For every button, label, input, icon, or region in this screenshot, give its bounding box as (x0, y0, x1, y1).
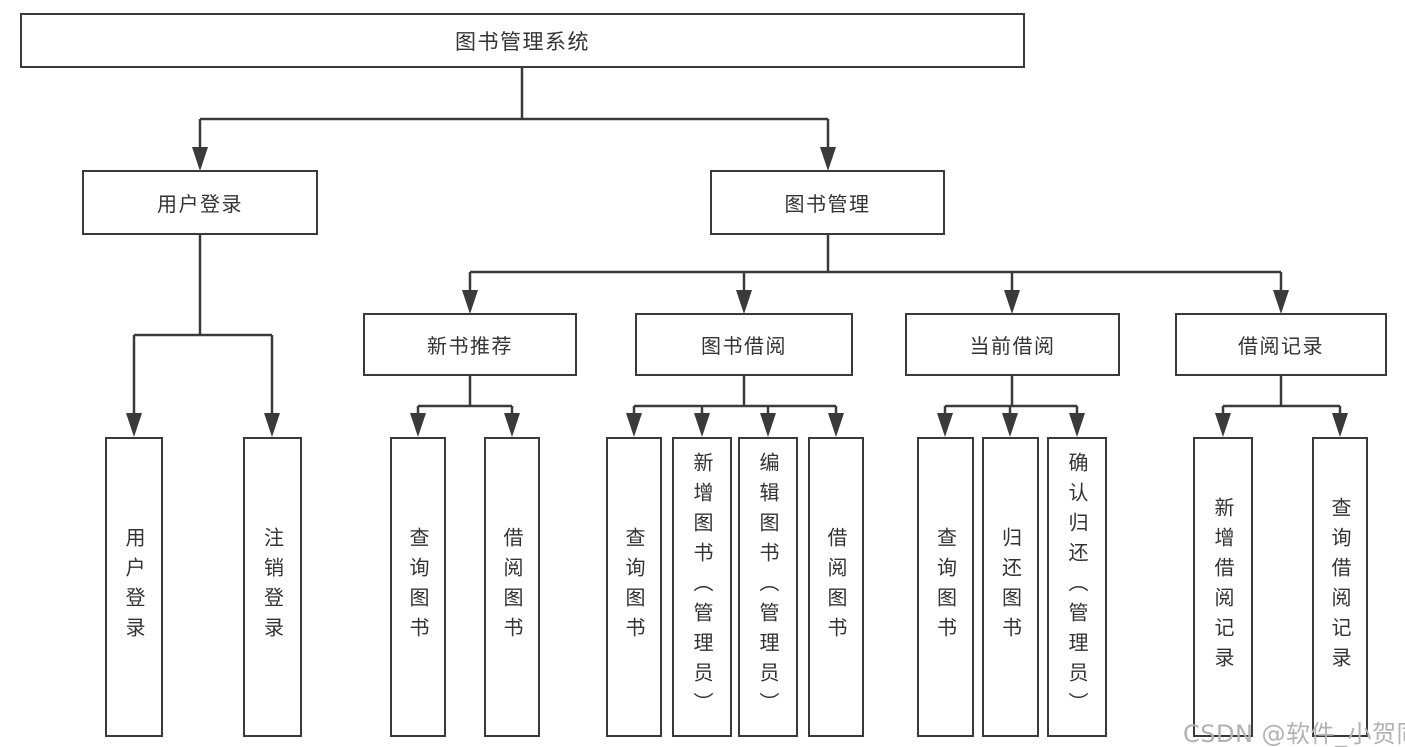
connector-current-to-children (943, 376, 1079, 416)
node-new-book-recommend: 新书推荐 (363, 313, 577, 376)
connector-borrow-to-children (632, 376, 838, 416)
node-query-books-current: 查询图书 (917, 437, 974, 737)
node-root-system: 图书管理系统 (20, 13, 1025, 68)
node-label: 注销登录 (260, 527, 285, 647)
node-label: 确认归还（管理员） (1065, 452, 1089, 722)
node-label: 借阅图书 (824, 527, 848, 647)
node-user-login: 用户登录 (82, 170, 318, 235)
node-borrow-books-recommend: 借阅图书 (484, 437, 540, 737)
node-label: 图书管理 (784, 192, 871, 216)
node-add-book-admin: 新增图书（管理员） (672, 437, 732, 737)
node-logout-leaf: 注销登录 (243, 437, 302, 737)
node-borrow-books-leaf: 借阅图书 (808, 437, 864, 737)
node-query-borrow-record: 查询借阅记录 (1312, 437, 1368, 737)
node-label: 图书借阅 (701, 334, 787, 358)
connector-bookmgmt-to-level3 (468, 235, 1283, 292)
connector-newbook-to-children (416, 376, 514, 416)
node-confirm-return-admin: 确认归还（管理员） (1047, 437, 1107, 737)
node-label: 查询图书 (933, 527, 958, 647)
node-label: 当前借阅 (969, 334, 1056, 358)
node-query-books-borrow: 查询图书 (606, 437, 662, 737)
node-label: 借阅记录 (1238, 334, 1324, 358)
node-return-books: 归还图书 (982, 437, 1039, 737)
connector-root-to-level2 (198, 68, 830, 150)
node-label: 用户登录 (157, 192, 243, 216)
node-label: 查询图书 (622, 527, 646, 647)
connector-userlogin-to-children (132, 235, 274, 416)
node-book-borrowing: 图书借阅 (635, 313, 853, 376)
node-current-borrowing: 当前借阅 (905, 313, 1120, 376)
node-add-borrow-record: 新增借阅记录 (1193, 437, 1253, 737)
connector-records-to-children (1221, 376, 1342, 416)
node-label: 新书推荐 (427, 334, 513, 358)
node-book-management: 图书管理 (710, 170, 945, 235)
node-label: 新增图书（管理员） (690, 452, 714, 722)
node-label: 新增借阅记录 (1211, 497, 1235, 677)
node-label: 借阅图书 (500, 527, 524, 647)
node-user-login-leaf: 用户登录 (105, 437, 163, 737)
node-label: 查询图书 (406, 527, 430, 647)
node-borrowing-records: 借阅记录 (1175, 313, 1387, 376)
node-label: 查询借阅记录 (1328, 497, 1352, 677)
csdn-watermark: CSDN @软件_小贺同学 (1183, 720, 1405, 747)
node-label: 编辑图书（管理员） (756, 452, 780, 722)
node-label: 图书管理系统 (455, 29, 590, 54)
node-label: 用户登录 (122, 527, 146, 647)
node-label: 归还图书 (998, 527, 1023, 647)
node-edit-book-admin: 编辑图书（管理员） (738, 437, 798, 737)
node-query-books-recommend: 查询图书 (390, 437, 446, 737)
arrowheads (126, 147, 1348, 437)
